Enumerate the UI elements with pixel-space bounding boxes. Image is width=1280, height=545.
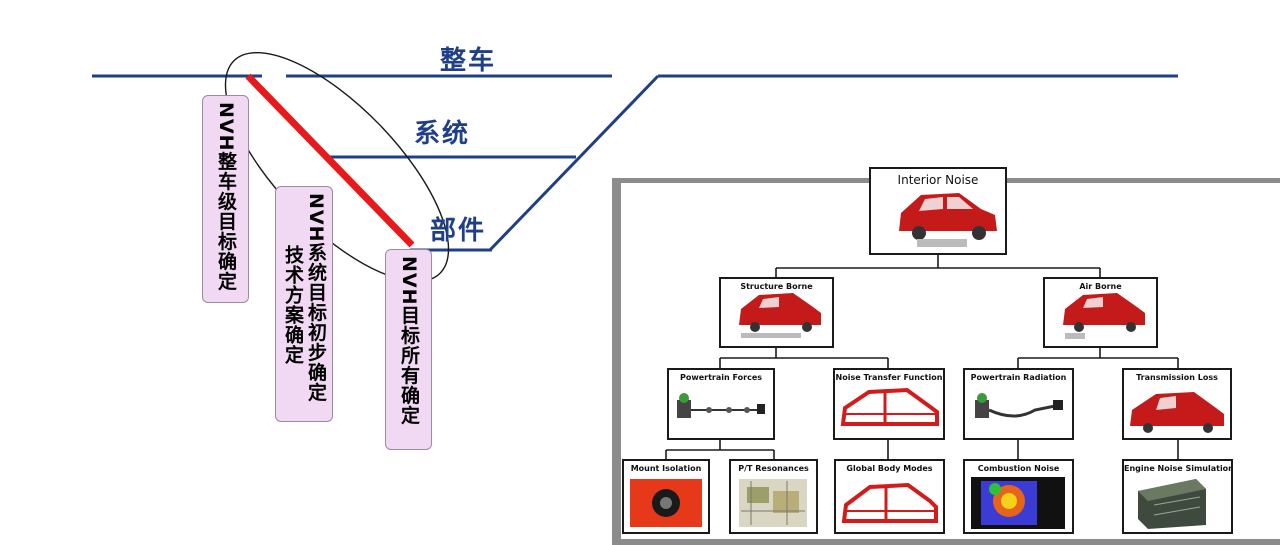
node-title: Air Borne — [1079, 282, 1122, 291]
node-title: Powertrain Radiation — [970, 373, 1067, 382]
car-icon — [1130, 392, 1224, 433]
all-targets-box: NVH目标所有确定 — [385, 249, 432, 450]
node-powertrain-forces: Powertrain Forces — [667, 368, 775, 440]
mount-icon — [630, 479, 702, 527]
system-target-text-col1: NVH系统目标初步确定 — [305, 193, 327, 403]
vehicle-target-box: NVH整车级目标确定 — [202, 95, 249, 303]
node-title: Engine Noise Simulation — [1124, 464, 1233, 473]
powertrain-icon — [975, 393, 1063, 418]
node-title: P/T Resonances — [738, 464, 809, 473]
node-noise-transfer-function: Noise Transfer Function — [833, 368, 945, 440]
node-mount-isolation: Mount Isolation — [622, 459, 710, 534]
node-title: Mount Isolation — [630, 464, 702, 473]
car-icon — [739, 293, 821, 338]
node-title: Noise Transfer Function — [835, 373, 943, 382]
panel-shadow-left — [612, 178, 621, 545]
system-target-text-col2: 技术方案确定 — [282, 245, 304, 365]
node-engine-noise-simulation: Engine Noise Simulation — [1122, 459, 1233, 534]
car-icon — [1063, 293, 1145, 339]
system-target-box: 技术方案确定 NVH系统目标初步确定 — [275, 186, 333, 422]
node-air-borne: Air Borne — [1043, 277, 1158, 348]
node-title: Structure Borne — [740, 282, 813, 291]
node-interior-noise: Interior Noise — [869, 167, 1007, 255]
node-title: Powertrain Forces — [679, 373, 763, 382]
car-icon — [899, 193, 997, 247]
node-global-body-modes: Global Body Modes — [834, 459, 945, 534]
node-structure-borne: Structure Borne — [719, 277, 834, 348]
node-title: Combustion Noise — [977, 464, 1060, 473]
powertrain-icon — [677, 393, 765, 418]
target-cascade-line — [245, 73, 415, 248]
node-title: Transmission Loss — [1136, 373, 1218, 382]
vehicle-target-text: NVH整车级目标确定 — [215, 102, 237, 292]
engine-mesh-icon — [739, 479, 807, 527]
node-title: Global Body Modes — [846, 464, 933, 473]
all-targets-text: NVH目标所有确定 — [398, 256, 420, 426]
v-right-arm — [488, 74, 660, 252]
body-in-white-icon — [840, 387, 939, 426]
body-in-white-icon — [841, 482, 938, 523]
combustion-map-icon — [971, 477, 1065, 529]
node-title: Interior Noise — [897, 173, 979, 187]
engine-mesh-icon — [1138, 479, 1206, 529]
panel-shadow-bottom — [612, 539, 1280, 545]
node-combustion-noise: Combustion Noise — [963, 459, 1074, 534]
node-pt-resonances: P/T Resonances — [729, 459, 818, 534]
node-transmission-loss: Transmission Loss — [1122, 368, 1232, 440]
level-label-system: 系统 — [414, 119, 471, 149]
level-label-vehicle: 整车 — [440, 46, 497, 76]
node-powertrain-radiation: Powertrain Radiation — [963, 368, 1074, 440]
level-label-component: 部件 — [430, 216, 487, 246]
